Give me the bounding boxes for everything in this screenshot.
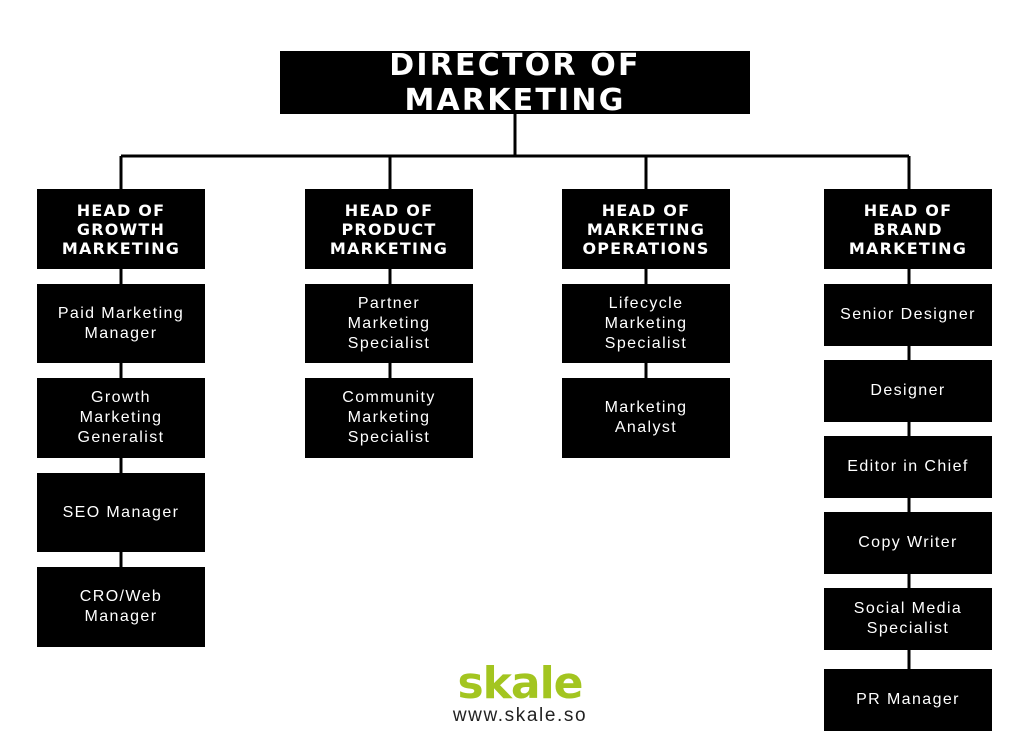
senior-designer-node: Senior Designer	[824, 284, 992, 346]
head-of-marketing-operations-node: HEAD OF MARKETING OPERATIONS	[562, 189, 730, 269]
logo-url: www.skale.so	[452, 705, 588, 726]
partner-marketing-specialist-node: Partner Marketing Specialist	[305, 284, 473, 363]
lifecycle-marketing-specialist-node: Lifecycle Marketing Specialist	[562, 284, 730, 363]
marketing-analyst-node: Marketing Analyst	[562, 378, 730, 458]
pr-manager-node: PR Manager	[824, 669, 992, 731]
cro-web-manager-node: CRO/Web Manager	[37, 567, 205, 647]
community-marketing-specialist-node: Community Marketing Specialist	[305, 378, 473, 458]
seo-manager-node: SEO Manager	[37, 473, 205, 552]
skale-logo: skale www.skale.so	[420, 662, 620, 726]
head-of-product-marketing-node: HEAD OF PRODUCT MARKETING	[305, 189, 473, 269]
director-of-marketing-node: DIRECTOR OF MARKETING	[280, 48, 750, 118]
designer-node: Designer	[824, 360, 992, 422]
copy-writer-node: Copy Writer	[824, 512, 992, 574]
head-of-growth-marketing-node: HEAD OF GROWTH MARKETING	[37, 189, 205, 269]
head-of-brand-marketing-node: HEAD OF BRAND MARKETING	[824, 189, 992, 269]
logo-wordmark: skale	[457, 658, 583, 709]
paid-marketing-manager-node: Paid Marketing Manager	[37, 284, 205, 363]
social-media-specialist-node: Social Media Specialist	[824, 588, 992, 650]
editor-in-chief-node: Editor in Chief	[824, 436, 992, 498]
growth-marketing-generalist-node: Growth Marketing Generalist	[37, 378, 205, 458]
